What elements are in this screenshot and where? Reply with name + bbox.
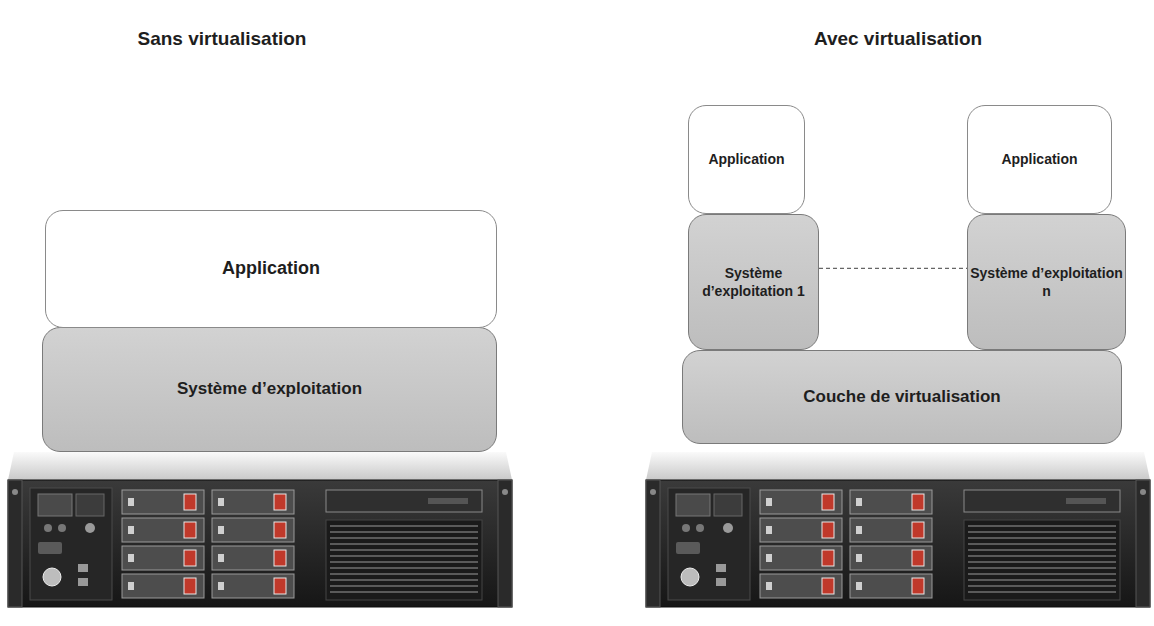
rack-server bbox=[8, 452, 512, 607]
application-box: Application bbox=[967, 105, 1112, 214]
application-box: Application bbox=[45, 210, 497, 328]
box-label: Application bbox=[708, 150, 784, 168]
column-heading: Avec virtualisation bbox=[814, 28, 982, 50]
box-label: Application bbox=[222, 257, 320, 280]
column-heading: Sans virtualisation bbox=[138, 28, 307, 50]
application-box: Application bbox=[688, 105, 805, 214]
layer-box: Système d’exploitation 1 bbox=[688, 214, 819, 350]
box-label: Système d’exploitation 1 bbox=[689, 264, 818, 300]
dashed-link bbox=[819, 268, 967, 269]
layer-box: Système d’exploitation n bbox=[967, 214, 1126, 350]
rack-server bbox=[646, 452, 1150, 607]
layer-box: Système d’exploitation bbox=[42, 327, 497, 452]
box-label: Application bbox=[1001, 150, 1077, 168]
box-label: Système d’exploitation n bbox=[968, 264, 1125, 300]
layer-box: Couche de virtualisation bbox=[682, 350, 1122, 444]
box-label: Système d’exploitation bbox=[177, 378, 362, 400]
box-label: Couche de virtualisation bbox=[803, 386, 1000, 408]
